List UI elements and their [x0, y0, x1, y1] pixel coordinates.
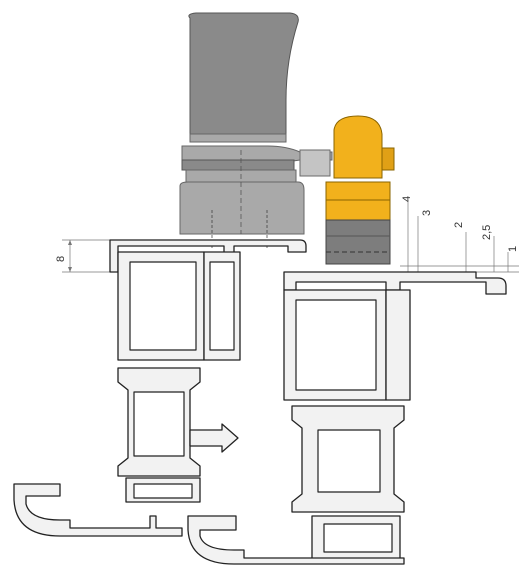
dimension-label-8: 8	[55, 256, 67, 262]
dimension-label-4: 4	[401, 196, 413, 202]
frame-side	[385, 289, 411, 401]
gasket-arrow	[189, 423, 239, 453]
sash-top-rail	[109, 239, 307, 273]
sash-clip-hook	[13, 483, 183, 537]
sash-chamber-2-inner	[209, 261, 235, 351]
frame-chamber-inner	[295, 299, 377, 391]
lock-cylinder	[325, 115, 395, 265]
lock-body-upper	[325, 181, 391, 201]
dimension-label-3: 3	[421, 210, 433, 216]
sash-bottom-rail-inner	[133, 483, 193, 499]
window-handle	[179, 12, 333, 248]
frame-clip-hook	[187, 515, 405, 565]
handle-neck	[189, 133, 287, 143]
lock-core	[325, 219, 391, 265]
lock-cap	[333, 115, 383, 179]
dimension-label-2-5: 2,5	[481, 225, 493, 240]
dimension-lines	[62, 200, 519, 273]
thermal-break-left-inner	[133, 391, 185, 457]
handle-connector	[299, 149, 331, 177]
frame-top-rail	[283, 271, 507, 295]
dimension-labels: 8 4 3 2 2,5 1	[55, 196, 519, 262]
sash-chamber-inner	[129, 261, 197, 351]
lock-knob-side	[381, 147, 395, 171]
dimension-label-2: 2	[453, 222, 465, 228]
handle-arm-lower	[181, 159, 295, 171]
window-sash-profile-left	[13, 239, 307, 537]
thermal-break-right-inner	[317, 429, 381, 493]
lock-body-lower	[325, 199, 391, 221]
frame-bottom-rail-inner	[323, 523, 393, 553]
handle-grip	[188, 12, 299, 137]
dimension-label-1: 1	[507, 246, 519, 252]
window-frame-profile-right	[187, 271, 507, 565]
handle-rose	[179, 181, 305, 235]
